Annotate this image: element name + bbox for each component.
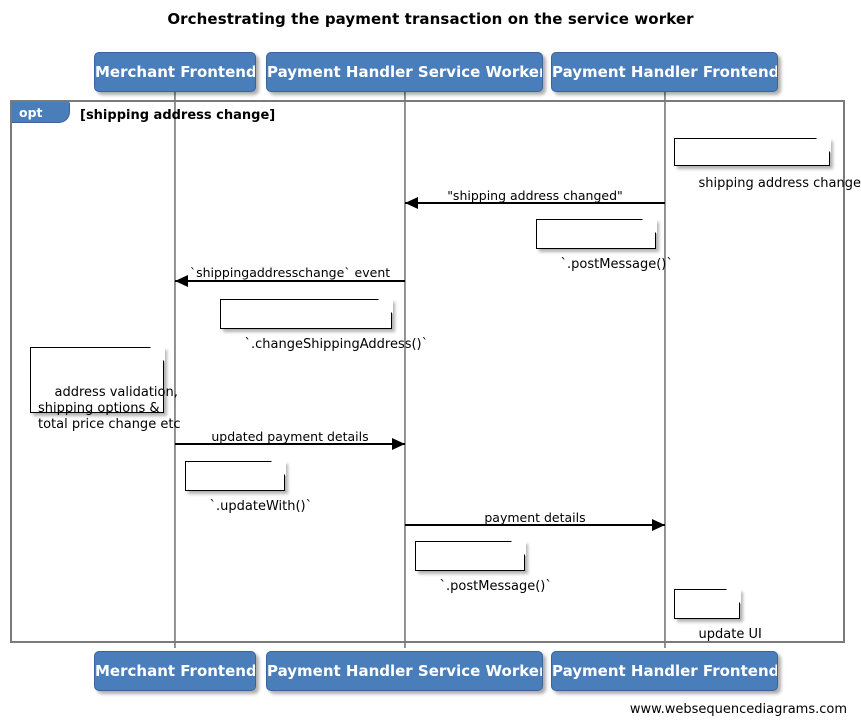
- lifeline-payment-handler-service-worker: [404, 92, 406, 648]
- note-fold-icon: [725, 588, 741, 604]
- lifeline-merchant-frontend: [174, 92, 176, 648]
- note-address-validation: address validation, shipping options & t…: [30, 346, 181, 432]
- opt-fragment: [10, 100, 845, 643]
- note-text: `.postMessage()`: [560, 257, 673, 272]
- note-shipping-address-changed: shipping address changed: [674, 137, 861, 191]
- message-line-payment-details: [405, 524, 665, 526]
- lifeline-payment-handler-frontend: [664, 92, 666, 648]
- note-text: `.updateWith()`: [209, 499, 313, 514]
- participant-payment-handler-frontend-bottom[interactable]: Payment Handler Frontend: [551, 651, 778, 691]
- opt-fragment-tab: opt: [12, 102, 70, 123]
- note-update-with: `.updateWith()`: [185, 460, 312, 514]
- note-text: `.postMessage()`: [439, 579, 552, 594]
- participant-payment-handler-service-worker-top[interactable]: Payment Handler Service Worker: [266, 52, 543, 92]
- message-label-shippingaddresschange-event: `shippingaddresschange` event: [189, 265, 391, 280]
- message-line-shipping-address-changed: [405, 202, 665, 204]
- note-fold-icon: [815, 137, 831, 153]
- message-arrowhead-updated-payment-details: [392, 438, 405, 450]
- note-fold-icon: [149, 346, 165, 362]
- note-text: address validation, shipping options & t…: [38, 385, 181, 432]
- note-text: update UI: [698, 627, 762, 642]
- participant-payment-handler-frontend-top[interactable]: Payment Handler Frontend: [551, 52, 778, 92]
- note-post-message-1: `.postMessage()`: [536, 218, 673, 272]
- note-update-ui: update UI: [674, 588, 762, 642]
- note-post-message-2: `.postMessage()`: [415, 540, 552, 594]
- note-fold-icon: [510, 540, 526, 556]
- message-label-updated-payment-details: updated payment details: [211, 429, 369, 444]
- note-fold-icon: [377, 298, 393, 314]
- message-line-updated-payment-details: [175, 443, 405, 445]
- note-text: shipping address changed: [698, 176, 861, 191]
- participant-merchant-frontend-top[interactable]: Merchant Frontend: [94, 52, 256, 92]
- message-arrowhead-shippingaddresschange-event: [175, 275, 188, 287]
- message-arrowhead-shipping-address-changed: [405, 197, 418, 209]
- note-fold-icon: [641, 218, 657, 234]
- watermark: www.websequencediagrams.com: [629, 702, 847, 717]
- message-label-payment-details: payment details: [484, 510, 586, 525]
- message-arrowhead-payment-details: [652, 519, 665, 531]
- note-text: `.changeShippingAddress()`: [244, 337, 429, 352]
- page-title: Orchestrating the payment transaction on…: [167, 10, 694, 28]
- message-line-shippingaddresschange-event: [175, 280, 405, 282]
- participant-payment-handler-service-worker-bottom[interactable]: Payment Handler Service Worker: [266, 651, 543, 691]
- participant-merchant-frontend-bottom[interactable]: Merchant Frontend: [94, 651, 256, 691]
- note-change-shipping-address: `.changeShippingAddress()`: [220, 298, 428, 352]
- opt-fragment-guard: [shipping address change]: [80, 108, 276, 123]
- note-fold-icon: [270, 460, 286, 476]
- message-label-shipping-address-changed: "shipping address changed": [447, 188, 623, 203]
